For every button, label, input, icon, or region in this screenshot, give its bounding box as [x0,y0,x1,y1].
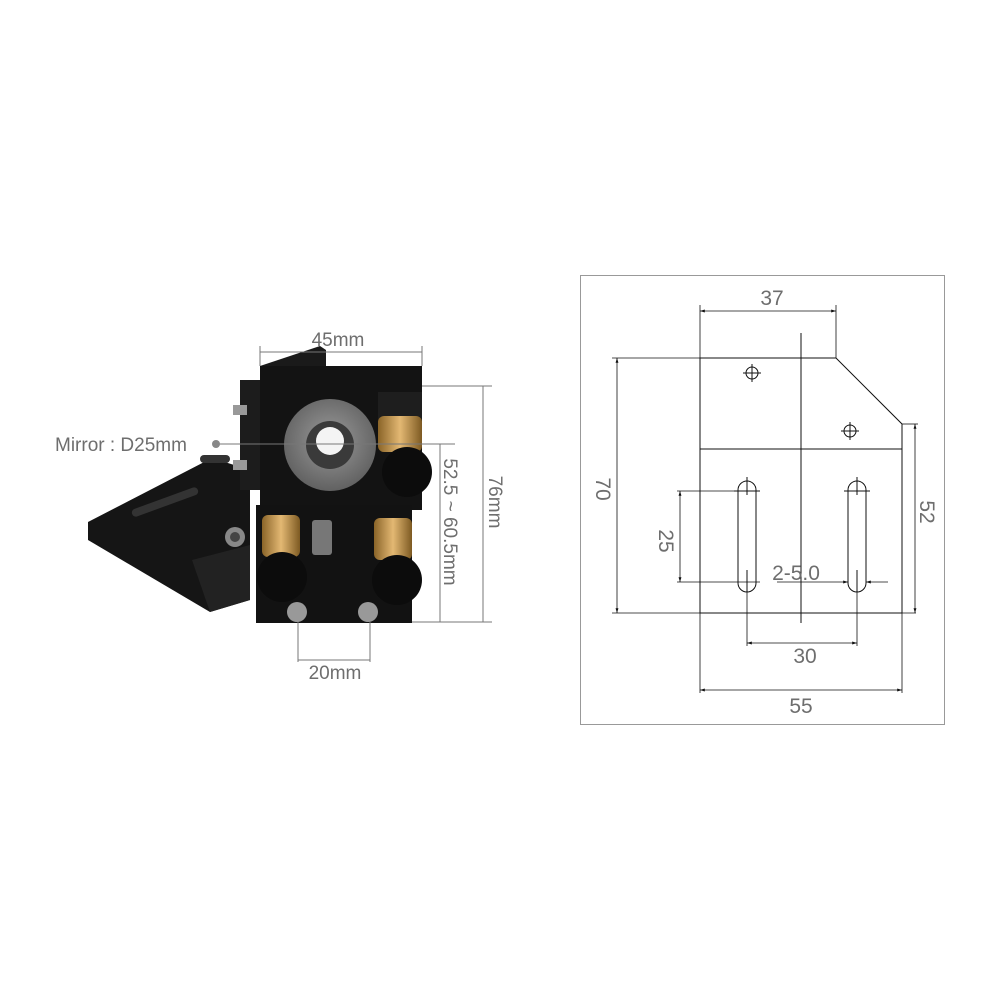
dim-55: 55 [789,695,812,718]
dim-70: 70 [591,477,614,500]
mirror-mount-photo [88,346,432,623]
drawing-frame [580,275,945,725]
mount-hole [743,364,761,382]
label-width-45mm: 45mm [312,330,365,351]
label-mirror: Mirror : D25mm [55,435,187,456]
label-height-range: 52.5 ~ 60.5mm [439,458,460,585]
adjust-knob-brass [378,416,422,452]
label-screw-spacing: 20mm [309,663,362,684]
dim-37: 37 [760,287,783,310]
photo-dimension-lines [216,346,492,662]
drawing-dimension-lines [612,305,918,693]
top-bracket [260,346,326,366]
base-plate-side [192,545,250,612]
dim-30: 30 [793,645,816,668]
mirror-pointer-dot [212,440,220,448]
dim-25: 25 [654,529,677,552]
dim-slot-spec: 2-5.0 [772,562,820,585]
mount-hole [841,422,859,440]
adjust-knob [382,447,432,497]
label-height-76mm: 76mm [484,476,505,529]
bottom-screw [287,602,307,622]
dim-52: 52 [915,500,938,523]
